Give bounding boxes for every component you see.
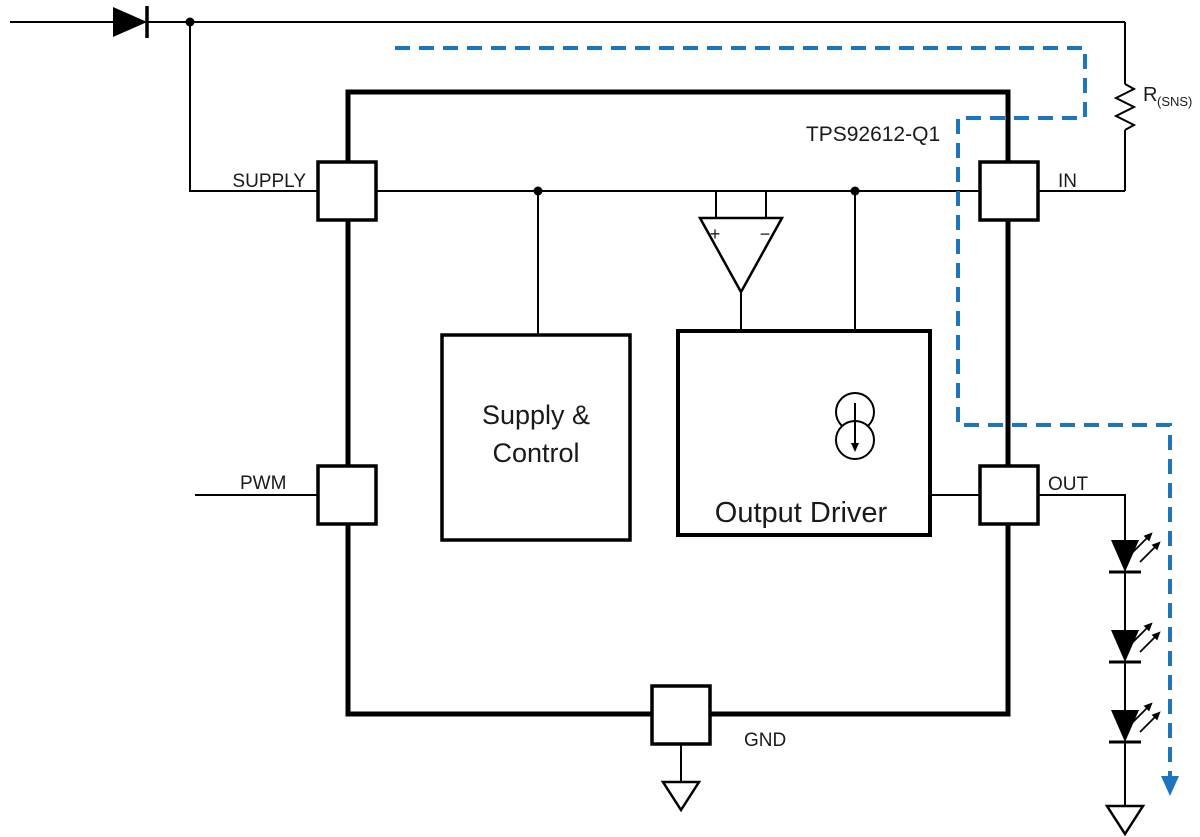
- led-2-emission-arrow-1: [1131, 622, 1153, 644]
- pin-label-supply: SUPPLY: [232, 171, 306, 192]
- opamp-symbol: [697, 216, 785, 295]
- led-1: [1109, 532, 1161, 574]
- current-path-arrow: [1161, 776, 1179, 796]
- supply-control-label-line1: Supply &: [482, 400, 590, 430]
- pin-box-pwm: [316, 464, 378, 526]
- pin-label-pwm: PWM: [240, 473, 286, 494]
- supply-control-label-line2: Control: [492, 438, 579, 468]
- out-pin-wire: [1038, 494, 1126, 540]
- supply-feed-wire: [189, 22, 318, 192]
- pin-box-supply: [316, 160, 378, 222]
- ic-title: TPS92612-Q1: [806, 123, 940, 146]
- current-path-dashed: [395, 46, 1172, 777]
- pin-box-in: [978, 160, 1040, 222]
- pin-box-gnd: [650, 684, 712, 746]
- rsns-label-subscript: (SNS): [1157, 94, 1192, 109]
- pin-label-gnd: GND: [744, 730, 786, 751]
- led-1-emission-arrow-1: [1131, 532, 1153, 554]
- opamp-plus-label: +: [710, 224, 721, 244]
- opamp-minus-label: −: [760, 224, 771, 244]
- led-3-emission-arrow-2: [1139, 711, 1161, 733]
- ground-symbol-gnd: [660, 780, 702, 813]
- output-driver-block: [676, 329, 932, 537]
- rsns-resistor: [1113, 83, 1137, 131]
- led-2: [1109, 622, 1161, 664]
- supply-control-block: [440, 333, 632, 542]
- pin-box-out: [978, 464, 1040, 526]
- pin-label-in: IN: [1058, 171, 1077, 192]
- ground-symbol-led-chain: [1104, 804, 1146, 837]
- led-2-emission-arrow-2: [1139, 631, 1161, 653]
- junction-dot-top: [185, 17, 195, 27]
- led-1-emission-arrow-2: [1139, 541, 1161, 563]
- input-diode: [113, 7, 147, 37]
- led-3: [1109, 702, 1161, 744]
- led-3-emission-arrow-1: [1131, 702, 1153, 724]
- rsns-label: R: [1143, 84, 1157, 106]
- pin-label-out: OUT: [1048, 474, 1089, 495]
- output-driver-label: Output Driver: [715, 497, 888, 529]
